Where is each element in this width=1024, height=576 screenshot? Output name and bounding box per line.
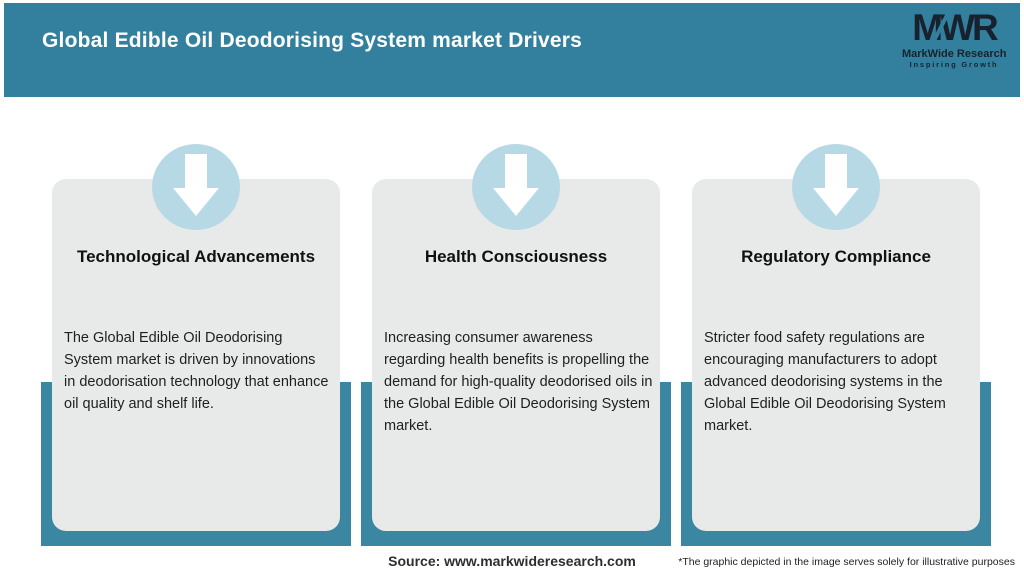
card-text: Stricter food safety regulations are enc…: [704, 330, 946, 434]
down-arrow-glyph: [813, 154, 859, 216]
logo-tagline: Inspiring Growth: [909, 59, 999, 69]
driver-card-regulatory-compliance: Regulatory Compliance Stricter food safe…: [681, 0, 991, 576]
down-arrow-icon: [792, 144, 880, 230]
driver-card-technological-advancements: Technological Advancements The Global Ed…: [41, 0, 351, 576]
card-text: The Global Edible Oil Deodorising System…: [64, 330, 329, 412]
down-arrow-glyph: [173, 154, 219, 216]
page-title: Global Edible Oil Deodorising System mar…: [42, 29, 583, 52]
header-bar: Global Edible Oil Deodorising System mar…: [4, 3, 1020, 97]
driver-card-health-consciousness: Health Consciousness Increasing consumer…: [361, 0, 671, 576]
down-arrow-icon: [152, 144, 240, 230]
logo-monogram: MWR: [912, 7, 998, 48]
down-arrow-icon: [472, 144, 560, 230]
markwide-research-logo: MWR MarkWide Research Inspiring Growth: [902, 7, 1007, 70]
card-panel: Health Consciousness Increasing consumer…: [372, 179, 660, 531]
logo-monogram-text: MWR: [912, 7, 998, 48]
card-title: Regulatory Compliance: [741, 247, 931, 266]
source-text: Source: www.markwideresearch.com: [388, 553, 636, 569]
card-panel: Technological Advancements The Global Ed…: [52, 179, 340, 531]
down-arrow-glyph: [493, 154, 539, 216]
card-title: Health Consciousness: [424, 247, 608, 266]
card-title: Technological Advancements: [76, 247, 316, 266]
disclaimer-text: *The graphic depicted in the image serve…: [678, 556, 1015, 568]
card-text: Increasing consumer awareness regarding …: [384, 330, 653, 434]
card-panel: Regulatory Compliance Stricter food safe…: [692, 179, 980, 531]
logo-company-name: MarkWide Research: [902, 47, 1007, 60]
